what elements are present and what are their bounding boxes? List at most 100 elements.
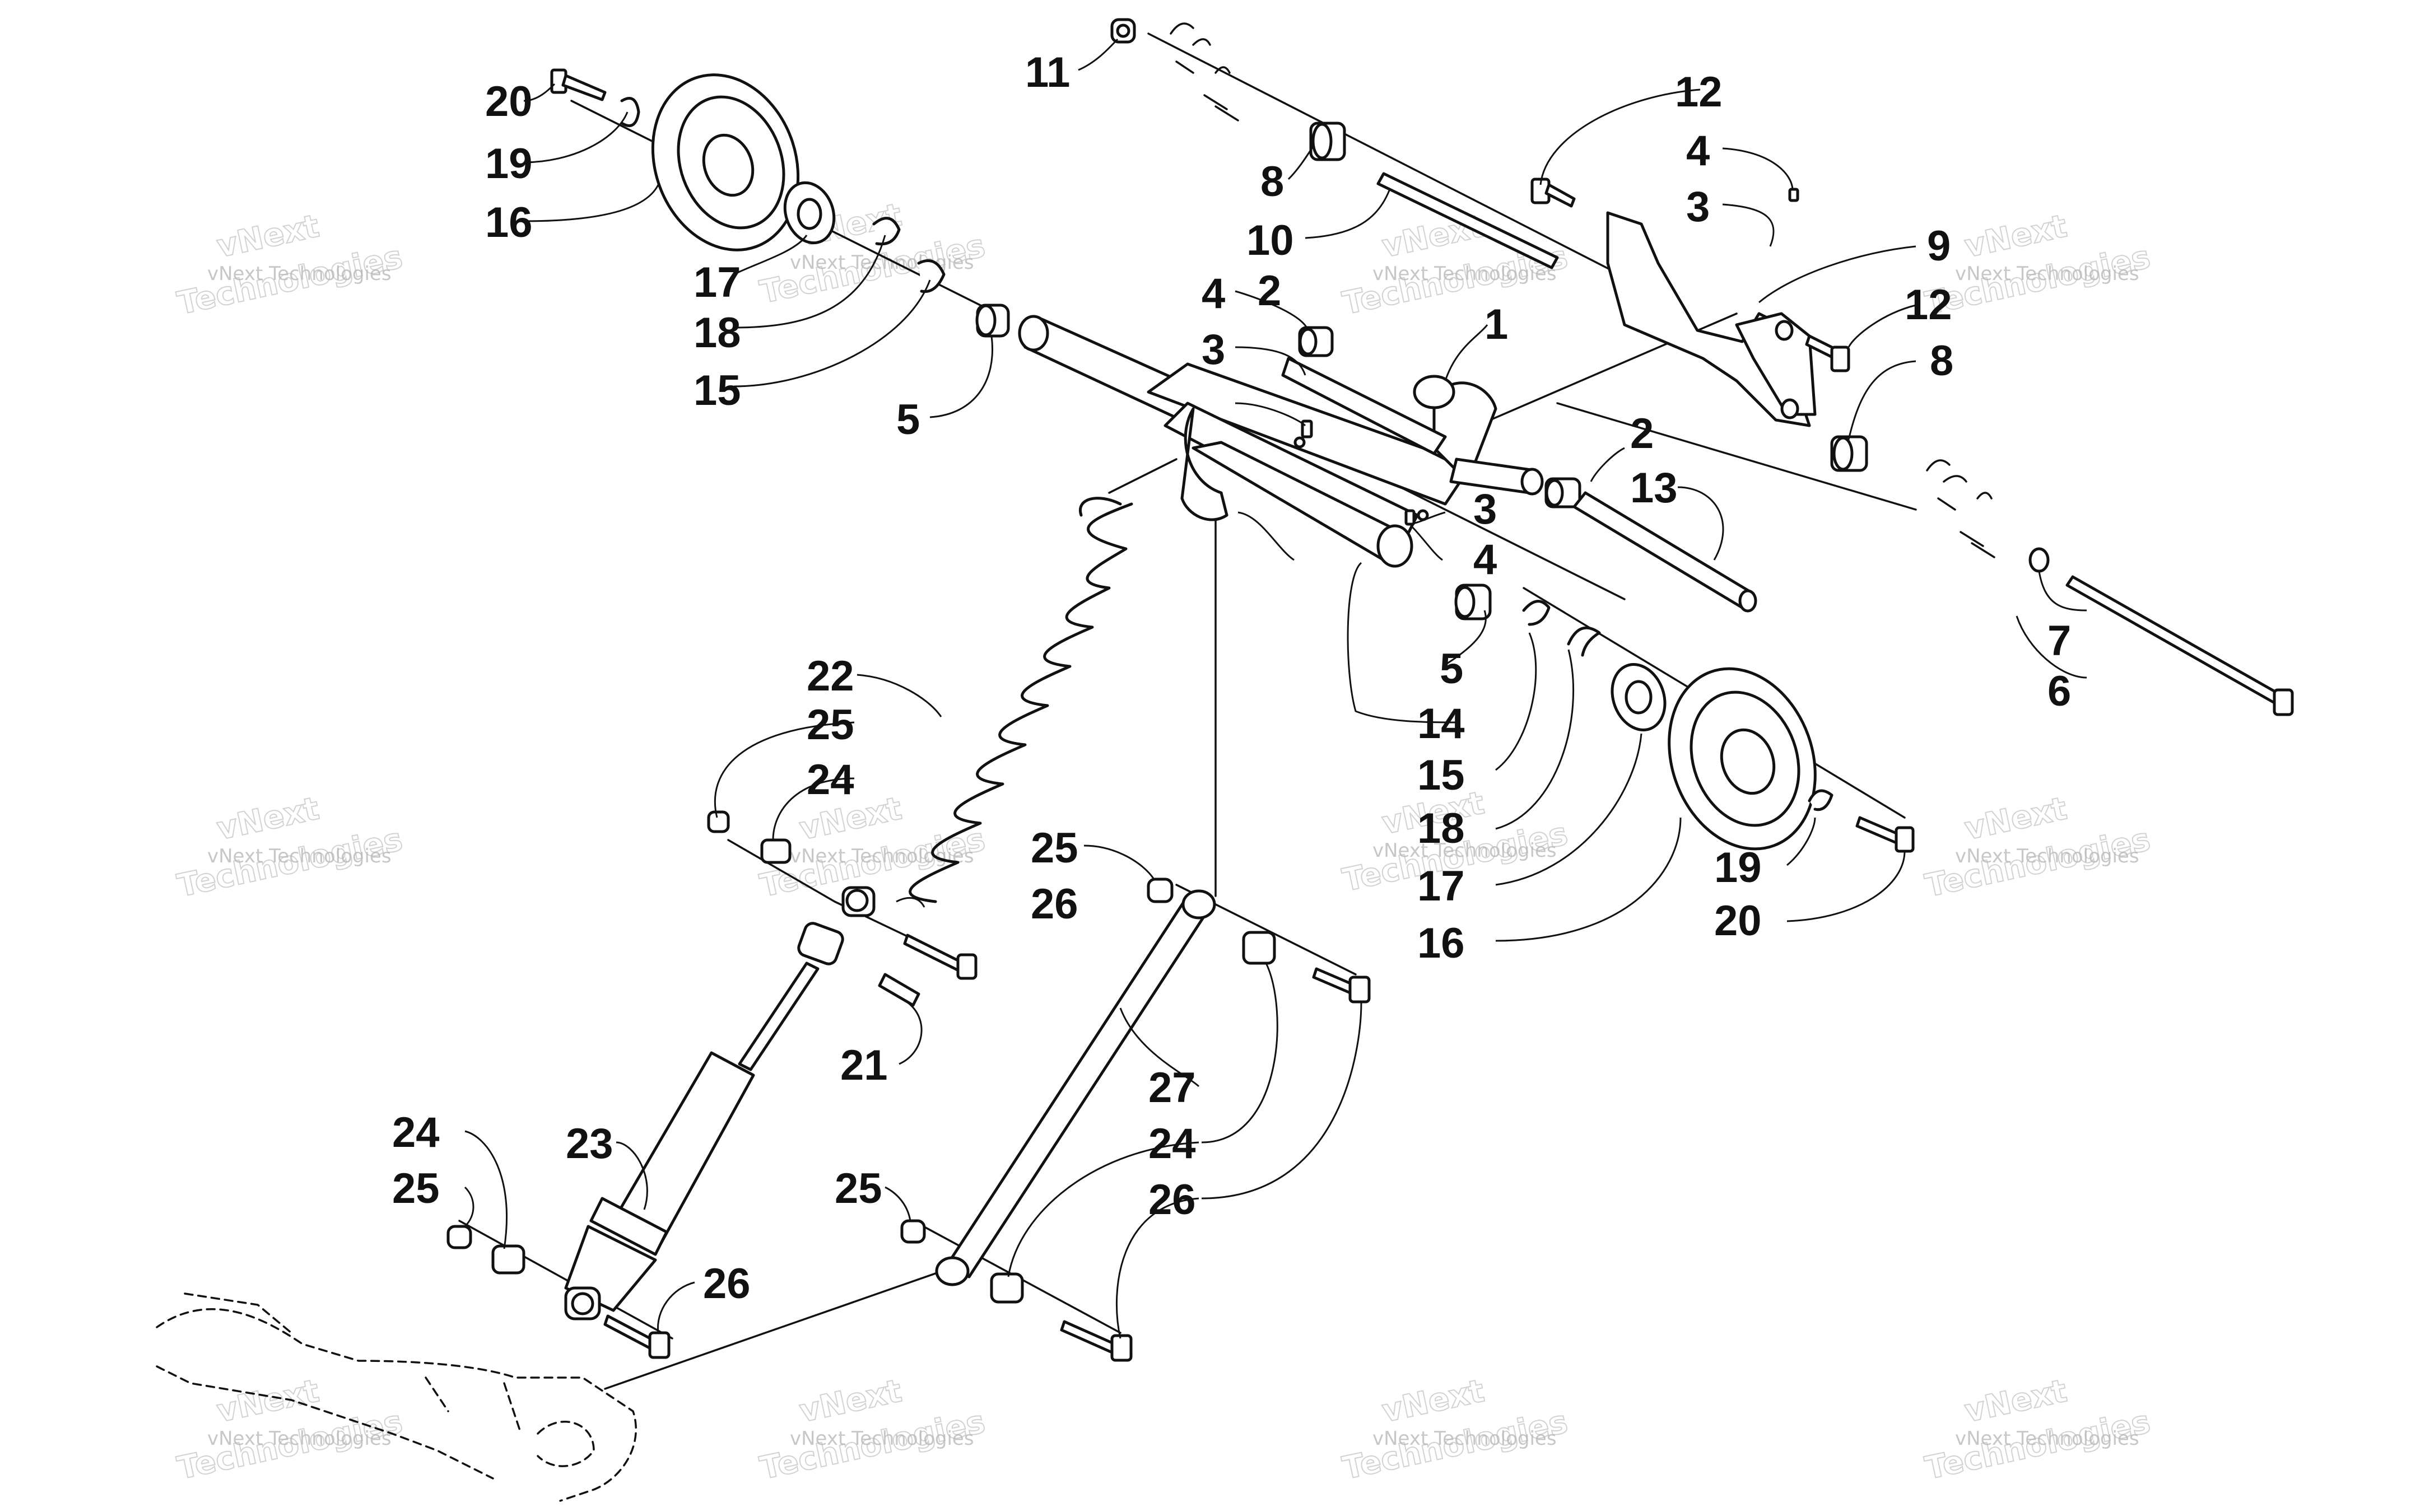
callout-7: 7 (2047, 617, 2071, 665)
callout-1: 1 (1484, 301, 1508, 348)
callout-27: 27 (1148, 1064, 1196, 1112)
watermark-text: vNext Technologies (1372, 1427, 1557, 1450)
watermark-text: Technologies (174, 1404, 406, 1487)
callout-25-lower-left: 25 (392, 1165, 440, 1212)
spacer-part-8-upper (1309, 122, 1346, 161)
snap-ring-part-18-lower (1567, 626, 1601, 657)
callout-23: 23 (566, 1120, 613, 1168)
watermark-text: vNext (1379, 1373, 1487, 1430)
watermark-text: vNext Technologies (1372, 263, 1557, 285)
callout-26-upper: 26 (1031, 880, 1078, 928)
bolt-part-26-lower-left (603, 1314, 671, 1359)
callout-2-upper: 2 (1258, 267, 1281, 315)
callout-18-lower: 18 (1417, 805, 1465, 852)
spacer-part-5-top (975, 304, 1010, 338)
nut-part-11 (1110, 18, 1136, 44)
watermark-text: Technologies (1922, 1404, 2153, 1487)
bolt-part-20-top (550, 68, 607, 101)
watermark-text: Technologies (757, 1404, 988, 1487)
watermark-text: vNext Technologies (207, 1427, 392, 1450)
watermark-text: vNext Technologies (790, 1427, 974, 1450)
callout-24-link: 24 (1148, 1120, 1196, 1168)
watermark-text: vNext (796, 1373, 905, 1430)
watermark-text: vNext (1961, 208, 2070, 265)
callout-22: 22 (807, 652, 854, 700)
nut-part-25-link-lower (900, 1219, 926, 1244)
snap-ring-part-18-top (872, 217, 901, 246)
spacer-part-24-lower-left (491, 1244, 525, 1275)
callout-21: 21 (840, 1042, 888, 1089)
watermark-text: Technologies (174, 239, 406, 322)
callout-4-upper: 4 (1202, 270, 1225, 318)
idler-wheel-part-16-lower (1668, 667, 1817, 851)
front-arm-part-1 (1018, 315, 1544, 568)
bolt-part-12-lower (1805, 334, 1850, 372)
watermark-text: vNext (213, 1373, 322, 1430)
bushing-part-2-lower (1544, 477, 1581, 508)
callout-15-top: 15 (694, 367, 741, 414)
watermark-text: vNext Technologies (207, 263, 392, 285)
watermark-text: Technologies (1922, 239, 2153, 322)
washer-part-7 (2028, 547, 2050, 573)
callout-15-lower: 15 (1417, 752, 1465, 799)
watermark-text: vNext Technologies (1955, 1427, 2139, 1450)
callout-4-right: 4 (1686, 127, 1710, 175)
callout-4-lower: 4 (1473, 536, 1497, 584)
snap-ring-part-15-lower (1522, 600, 1551, 626)
watermark-text: vNext Technologies (1955, 845, 2139, 867)
snap-ring-part-19-top (620, 97, 640, 127)
bolt-part-26-link-upper (1312, 967, 1371, 1004)
spacer-part-24-link-upper (1242, 931, 1276, 965)
bolt-part-26-link-lower (1060, 1320, 1133, 1362)
callout-25-upper-left: 25 (807, 701, 854, 749)
callout-9: 9 (1927, 222, 1951, 270)
watermark-text: Technologies (174, 822, 406, 904)
snap-ring-part-15-top (917, 259, 946, 293)
spacer-part-5-lower (1454, 584, 1492, 620)
callout-2-lower: 2 (1630, 410, 1654, 458)
shock-eyelet-part-24-upper (841, 886, 876, 917)
bolt-part-12-upper (1530, 178, 1576, 208)
callout-20-top: 20 (485, 78, 533, 125)
watermark-text: Technologies (1922, 822, 2153, 904)
callout-24-upper-left: 24 (807, 756, 854, 804)
callout-25-link-lower: 25 (835, 1165, 882, 1212)
watermark-text: vNext (1961, 790, 2070, 847)
callout-24-lower-left: 24 (392, 1109, 440, 1156)
coil-spring-part-22 (909, 497, 1133, 903)
watermark-text: Technologies (1339, 1404, 1571, 1487)
callout-25-link-upper: 25 (1031, 824, 1078, 872)
callout-17-top: 17 (694, 259, 741, 306)
nut-part-25-lower-left (446, 1225, 472, 1249)
callout-18-top: 18 (694, 309, 741, 357)
bolt-part-20-lower (1855, 816, 1915, 853)
watermark-text: vNext Technologies (1955, 263, 2139, 285)
grease-fitting-part-4-lower (1404, 509, 1416, 526)
grease-fitting-part-4-right (1788, 188, 1799, 202)
bearing-part-17-top (783, 181, 836, 245)
spacer-part-24-upper-left (760, 838, 792, 864)
callout-10: 10 (1246, 217, 1294, 264)
callout-11: 11 (1025, 49, 1070, 96)
callout-17-lower: 17 (1417, 862, 1465, 910)
callout-12-lower: 12 (1905, 281, 1952, 329)
callout-5-lower: 5 (1440, 645, 1463, 693)
mount-bracket-part-9 (1606, 211, 1817, 427)
callout-3-upper: 3 (1202, 326, 1225, 374)
frame-ghost-right (1926, 459, 1995, 558)
leader-lines (464, 38, 2087, 1339)
bearing-part-17-lower (1611, 663, 1667, 731)
callout-19-top: 19 (485, 140, 533, 188)
callout-labels: 20 19 16 17 18 15 5 11 8 10 2 4 3 1 12 4… (392, 49, 2071, 1308)
watermark-text: vNext Technologies (1372, 839, 1557, 862)
callout-8-lower: 8 (1930, 337, 1953, 385)
callout-5-top: 5 (896, 396, 920, 444)
spacer-part-8-lower (1830, 435, 1868, 472)
callout-16-lower: 16 (1417, 920, 1465, 967)
collar-part-21 (878, 973, 920, 1007)
callout-8-upper: 8 (1260, 158, 1284, 206)
watermark-text: vNext (213, 208, 322, 265)
shock-absorber-part-23 (564, 922, 844, 1320)
